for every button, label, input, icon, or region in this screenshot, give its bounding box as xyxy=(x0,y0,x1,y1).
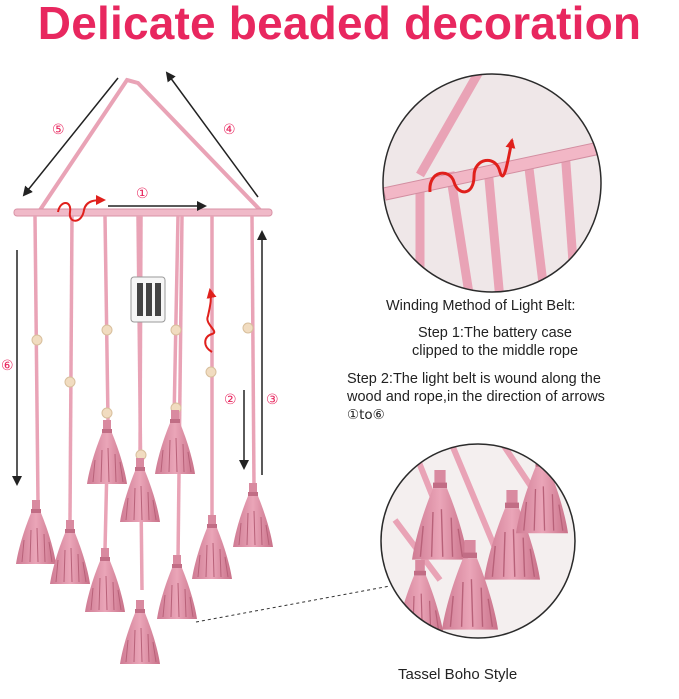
step1-line2: clipped to the middle rope xyxy=(411,343,579,359)
tassels xyxy=(15,409,274,665)
page-title: Delicate beaded decoration xyxy=(37,0,642,49)
wooden-beads xyxy=(31,322,254,461)
battery-case xyxy=(130,276,166,323)
zoom-circle-tassels xyxy=(380,443,576,639)
instructions-heading: Winding Method of Light Belt: xyxy=(386,298,576,314)
hanging-rope xyxy=(38,77,264,214)
marker-4: ④ xyxy=(223,122,236,138)
step2-line3: ①to⑥ xyxy=(347,407,385,423)
winding-arrow-top xyxy=(57,195,106,222)
marker-6: ⑥ xyxy=(1,358,14,374)
step1-line1: Step 1:The battery case xyxy=(418,325,572,341)
marker-1: ① xyxy=(136,186,149,202)
marker-2: ② xyxy=(224,392,237,408)
marker-3: ③ xyxy=(266,392,279,408)
winding-arrow-side xyxy=(204,288,217,353)
step2-line1: Step 2:The light belt is wound along the xyxy=(347,371,601,387)
leader-line xyxy=(195,585,391,623)
step2-line2: wood and rope,in the direction of arrows xyxy=(347,389,605,405)
marker-5: ⑤ xyxy=(52,122,65,138)
wooden-bar xyxy=(13,208,273,217)
tassel-caption: Tassel Boho Style xyxy=(398,666,518,683)
zoom-circle-winding xyxy=(382,73,602,293)
direction-arrows xyxy=(12,71,267,486)
